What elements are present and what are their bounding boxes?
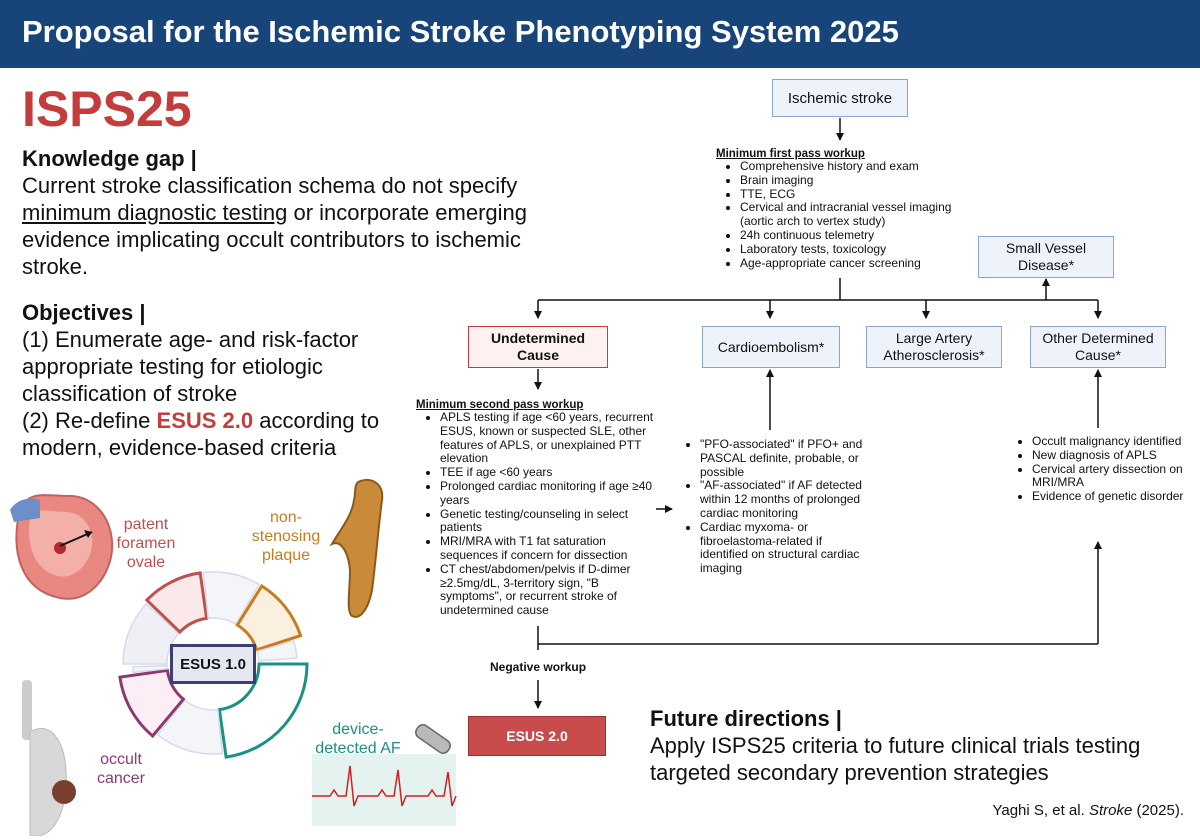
- first-pass-item: Comprehensive history and exam: [740, 159, 976, 174]
- second-pass-item: CT chest/abdomen/pelvis if D-dimer ≥2.5m…: [440, 562, 660, 618]
- future-directions-section: Future directions | Apply ISPS25 criteri…: [650, 706, 1190, 786]
- second-pass-item: Prolonged cardiac monitoring if age ≥40 …: [440, 479, 660, 508]
- esus2-highlight: ESUS 2.0: [156, 408, 254, 433]
- second-pass-item: APLS testing if age <60 years, recurrent…: [440, 410, 660, 466]
- second-pass-list: APLS testing if age <60 years, recurrent…: [416, 410, 660, 618]
- cardio-criterion: Cardiac myxoma- or fibroelastoma-related…: [700, 520, 866, 576]
- wheel-segment: [156, 699, 224, 755]
- second-pass-item: TEE if age <60 years: [440, 465, 660, 480]
- cardio-criteria-list: "PFO-associated" if PFO+ and PASCAL defi…: [676, 437, 866, 576]
- other-criterion: Cervical artery dissection on MRI/MRA: [1032, 462, 1188, 491]
- title-banner: [0, 0, 1200, 68]
- cardio-criterion: "AF-associated" if AF detected within 12…: [700, 478, 866, 520]
- node-ischemic-stroke: Ischemic stroke: [772, 79, 908, 117]
- citation: Yaghi S, et al. Stroke (2025).: [992, 802, 1184, 819]
- first-pass-item: Age-appropriate cancer screening: [740, 256, 976, 271]
- node-other-determined: Other Determined Cause*: [1030, 326, 1166, 368]
- label-af: device-detected AF: [315, 721, 401, 757]
- wheel-segment-pfo: [144, 571, 209, 635]
- second-pass-item: Genetic testing/counseling in select pat…: [440, 507, 660, 536]
- esus-wheel-illustration: [10, 479, 457, 836]
- knowledge-gap-text-1: Current stroke classification schema do …: [22, 173, 518, 198]
- citation-journal: Stroke: [1088, 802, 1133, 819]
- label-pfo: patent foramen ovale: [116, 516, 176, 571]
- citation-year: (2025).: [1132, 802, 1184, 819]
- wheel-segment-af: [217, 662, 309, 759]
- wheel-segment: [202, 571, 261, 626]
- second-pass-title: Minimum second pass workup: [416, 399, 584, 411]
- cardio-criterion: "PFO-associated" if PFO+ and PASCAL defi…: [700, 437, 866, 479]
- objective-2-pre: (2) Re-define: [22, 408, 157, 433]
- knowledge-gap-text-3: or incorporate emerging evidence implica…: [22, 200, 528, 279]
- first-pass-workup: Minimum first pass workup Comprehensive …: [716, 148, 976, 270]
- knowledge-gap-title: Knowledge gap |: [22, 146, 197, 171]
- wheel-segment-cancer: [118, 668, 186, 739]
- other-criterion: Occult malignancy identified: [1032, 434, 1188, 449]
- other-criterion: Evidence of genetic disorder: [1032, 489, 1188, 504]
- knowledge-gap-text: Current stroke classification schema do …: [22, 172, 562, 280]
- future-directions-title: Future directions |: [650, 706, 842, 731]
- wheel-segment-plaque: [235, 583, 303, 652]
- knowledge-gap-section: Knowledge gap | Current stroke classific…: [22, 146, 562, 280]
- first-pass-item: Cervical and intracranial vessel imaging…: [740, 201, 976, 229]
- second-pass-workup: Minimum second pass workup APLS testing …: [416, 399, 660, 618]
- first-pass-list: Comprehensive history and examBrain imag…: [716, 159, 976, 271]
- negative-workup-label: Negative workup: [490, 660, 587, 674]
- ecg-illustration: [312, 723, 457, 826]
- node-small-vessel: Small Vessel Disease*: [978, 236, 1114, 278]
- cardioembolism-criteria: "PFO-associated" if PFO+ and PASCAL defi…: [676, 437, 866, 576]
- objective-2-post: according to modern, evidence-based crit…: [22, 408, 380, 460]
- other-criterion: New diagnosis of APLS: [1032, 448, 1188, 463]
- first-pass-item: 24h continuous telemetry: [740, 228, 976, 243]
- label-plaque: non-stenosing plaque: [251, 509, 321, 564]
- wheel-segment: [122, 602, 180, 665]
- brand-title: ISPS25: [22, 81, 192, 137]
- node-large-artery: Large Artery Atherosclerosis*: [866, 326, 1002, 368]
- objective-1: (1) Enumerate age- and risk-factor appro…: [22, 327, 359, 406]
- first-pass-item: Laboratory tests, toxicology: [740, 242, 976, 257]
- objective-2: (2) Re-define ESUS 2.0 according to mode…: [22, 407, 402, 461]
- wheel-segments: [118, 571, 309, 759]
- objectives-section: Objectives | (1) Enumerate age- and risk…: [22, 300, 402, 461]
- knowledge-gap-highlight: minimum diagnostic testing: [22, 200, 288, 225]
- heart-illustration: [10, 494, 114, 600]
- page-title: Proposal for the Ischemic Stroke Phenoty…: [22, 14, 899, 49]
- second-pass-item: MRI/MRA with T1 fat saturation sequences…: [440, 534, 660, 563]
- node-undetermined: Undetermined Cause: [468, 326, 608, 368]
- wheel-segment: [256, 639, 298, 662]
- label-cancer: occult cancer: [96, 751, 146, 787]
- node-cardioembolism: Cardioembolism*: [702, 326, 840, 368]
- other-determined-criteria: Occult malignancy identifiedNew diagnosi…: [1008, 434, 1188, 504]
- future-directions-text: Apply ISPS25 criteria to future clinical…: [650, 733, 1141, 785]
- citation-authors: Yaghi S, et al.: [992, 802, 1089, 819]
- first-pass-item: TTE, ECG: [740, 187, 976, 202]
- objectives-title: Objectives |: [22, 300, 146, 325]
- lung-illustration: [22, 680, 76, 836]
- other-criteria-list: Occult malignancy identifiedNew diagnosi…: [1008, 434, 1188, 504]
- esus1-center-label: ESUS 1.0: [170, 644, 256, 684]
- node-esus2: ESUS 2.0: [468, 716, 606, 756]
- artery-illustration: [329, 479, 384, 618]
- wheel-segment: [132, 664, 169, 674]
- first-pass-title: Minimum first pass workup: [716, 148, 865, 160]
- first-pass-item: Brain imaging: [740, 173, 976, 188]
